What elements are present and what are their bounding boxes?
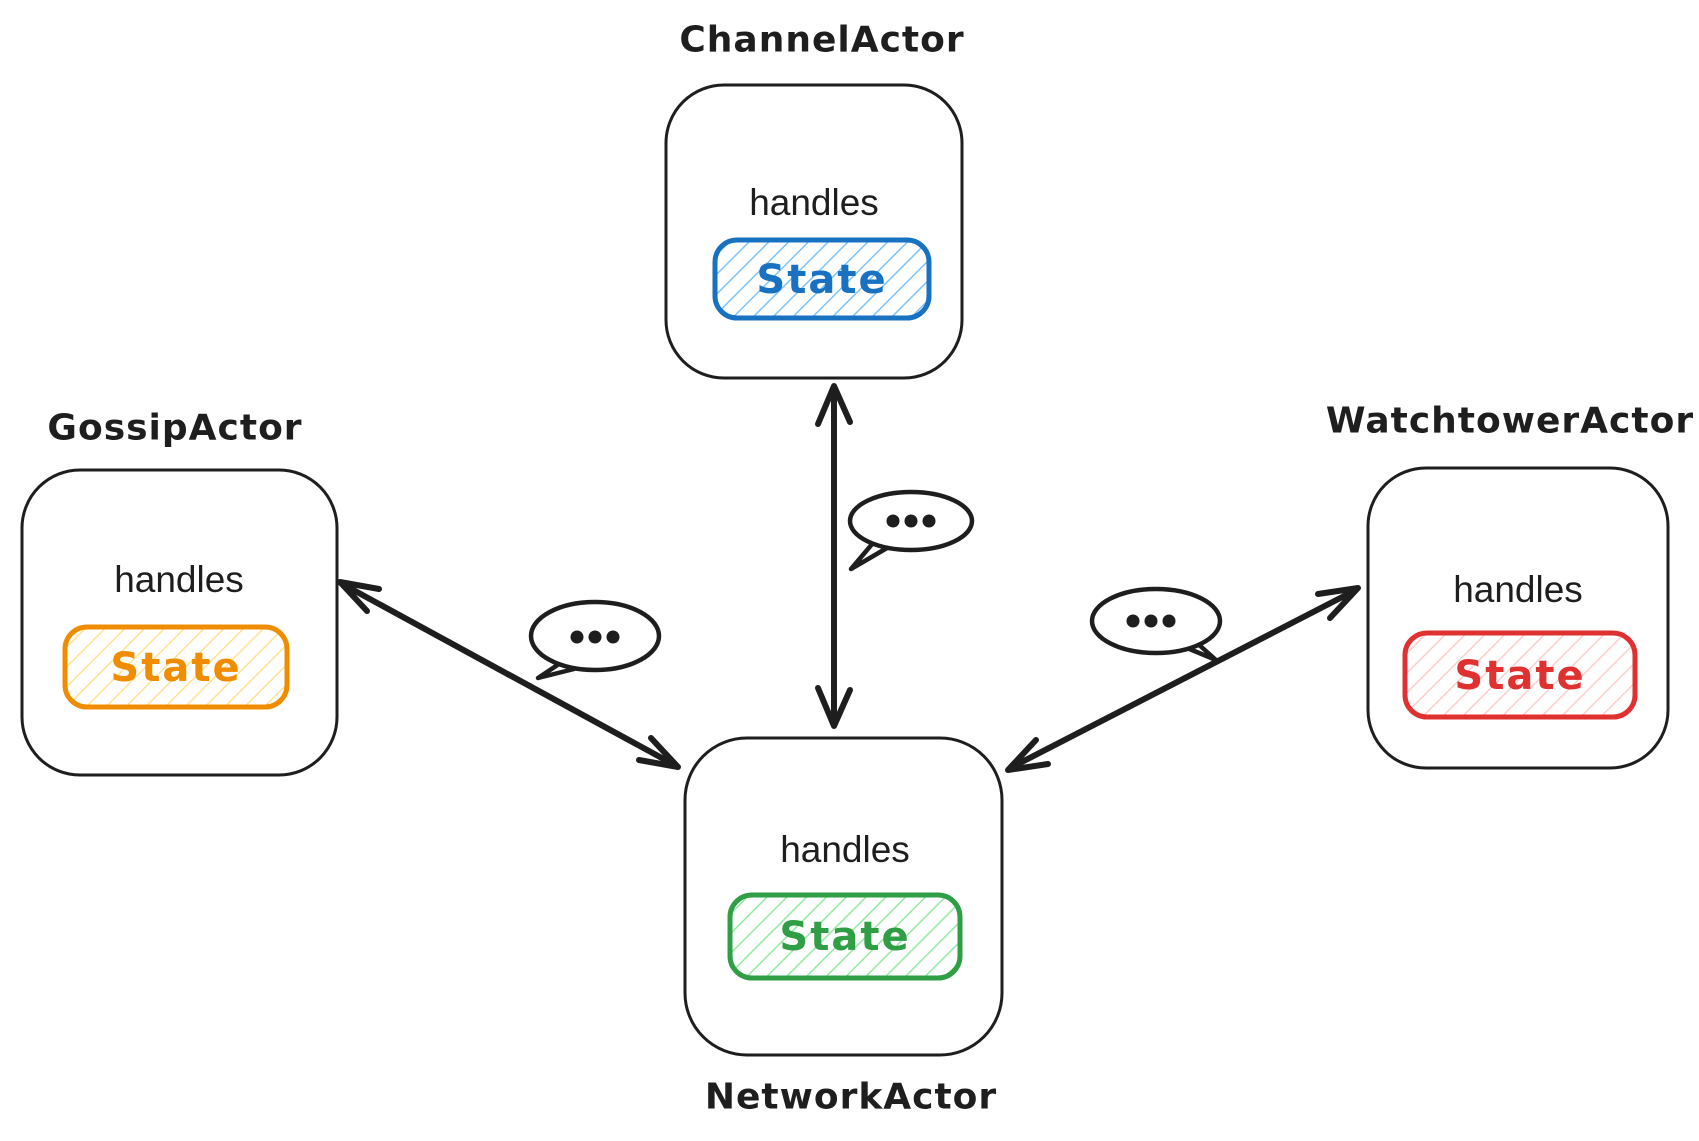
channel-actor-box [664, 83, 964, 380]
channel-actor-title: ChannelActor [679, 19, 965, 61]
gossip-actor-box [20, 468, 339, 777]
arrow-watchtower-network [1005, 585, 1361, 773]
network-handles-label: handles [780, 829, 910, 870]
ellipsis-icon [570, 630, 620, 644]
network-state-label: State [779, 914, 911, 960]
message-bubble-top [847, 489, 975, 572]
arrow-gossip-network [337, 579, 681, 770]
watchtower-state-box [1402, 630, 1638, 720]
watchtower-actor-box [1366, 466, 1670, 770]
gossip-actor-title: GossipActor [47, 407, 303, 449]
gossip-state-label: State [110, 645, 242, 691]
watchtower-handles-label: handles [1453, 569, 1583, 610]
ellipsis-icon [886, 514, 936, 528]
network-state-box [727, 892, 963, 981]
arrow-channel-network [815, 383, 853, 729]
watchtower-actor-title: WatchtowerActor [1325, 400, 1695, 442]
network-actor-title: NetworkActor [704, 1076, 998, 1118]
channel-state-box [712, 237, 932, 321]
message-bubble-left [528, 599, 662, 681]
ellipsis-icon [1126, 614, 1176, 628]
gossip-handles-label: handles [114, 559, 244, 600]
channel-state-label: State [756, 257, 888, 303]
watchtower-state-label: State [1454, 653, 1586, 699]
gossip-state-box [62, 624, 290, 710]
message-bubble-right [1089, 586, 1223, 663]
channel-handles-label: handles [749, 182, 879, 223]
